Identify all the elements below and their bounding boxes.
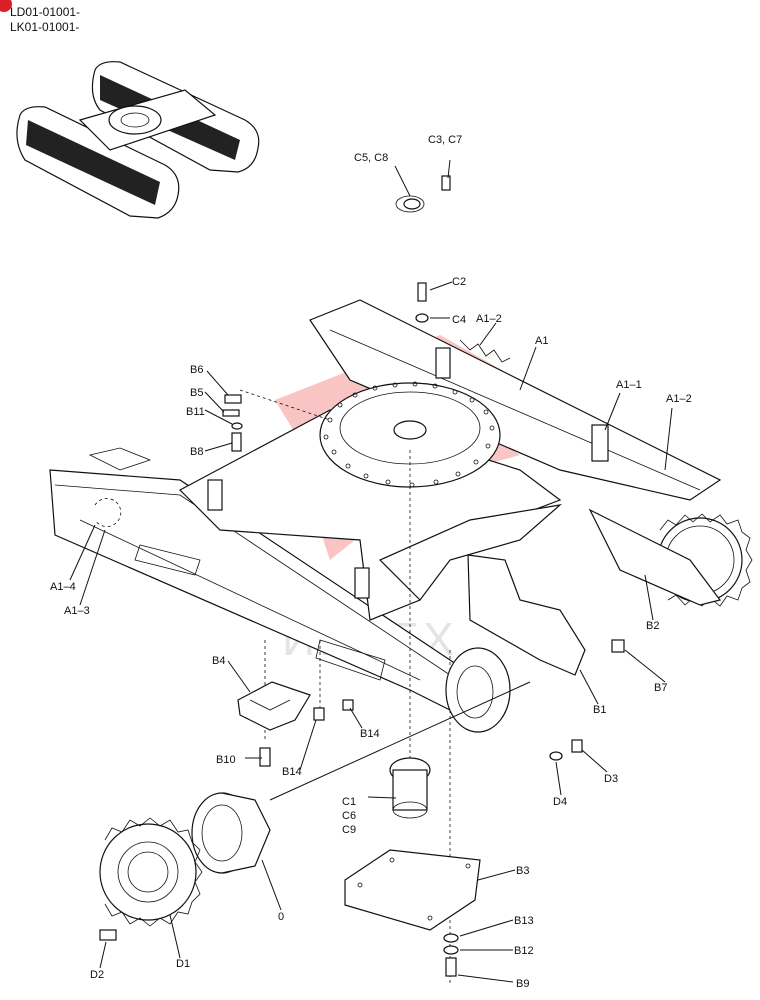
label-a1-1: A1–1 bbox=[616, 379, 642, 391]
label-b4: B4 bbox=[212, 655, 225, 667]
track-guard-b2 bbox=[588, 508, 722, 606]
label-a1-3: A1–3 bbox=[64, 605, 90, 617]
plate-b5 bbox=[222, 409, 240, 417]
bolt-b9 bbox=[445, 957, 457, 977]
overview-thumbnail bbox=[16, 61, 260, 219]
swivel-joint-c1 bbox=[389, 757, 431, 819]
label-b1: B1 bbox=[593, 704, 606, 716]
label-b3: B3 bbox=[516, 865, 529, 877]
sprocket-d1 bbox=[99, 817, 203, 927]
washer-b12 bbox=[443, 945, 459, 955]
bolt-d3 bbox=[571, 739, 583, 753]
bolt-b7 bbox=[611, 639, 625, 653]
label-c6: C6 bbox=[342, 810, 356, 822]
label-b14-right: B14 bbox=[360, 728, 380, 740]
bolt-c2 bbox=[417, 282, 427, 302]
track-frame bbox=[49, 299, 722, 985]
bracket-b4 bbox=[237, 681, 311, 731]
label-o: 0 bbox=[278, 911, 284, 923]
label-c3-c7: C3, C7 bbox=[428, 134, 462, 146]
corner-badge-icon bbox=[0, 0, 12, 12]
label-d4: D4 bbox=[553, 796, 567, 808]
bolt-b8 bbox=[231, 432, 242, 452]
label-b9: B9 bbox=[516, 978, 529, 990]
label-a1-2-top: A1–2 bbox=[476, 313, 502, 325]
bolt-b14-right bbox=[342, 699, 354, 711]
label-d2: D2 bbox=[90, 969, 104, 981]
bolt-c3 bbox=[441, 175, 451, 191]
bolt-d2 bbox=[99, 929, 117, 941]
label-d3: D3 bbox=[604, 773, 618, 785]
label-b7: B7 bbox=[654, 682, 667, 694]
cover-plate-b1 bbox=[467, 554, 586, 676]
label-b5: B5 bbox=[190, 387, 203, 399]
bolt-b10 bbox=[259, 747, 271, 767]
clip-b6 bbox=[224, 394, 242, 404]
label-c4: C4 bbox=[452, 314, 466, 326]
nut-c5 bbox=[403, 198, 421, 210]
track-teeth-top bbox=[459, 339, 511, 363]
fasteners bbox=[99, 175, 625, 977]
label-c9: C9 bbox=[342, 824, 356, 836]
label-c2: C2 bbox=[452, 276, 466, 288]
washer-d4 bbox=[549, 751, 563, 761]
washer-c4 bbox=[415, 313, 429, 323]
label-a1-4: A1–4 bbox=[50, 581, 76, 593]
label-a1: A1 bbox=[535, 335, 548, 347]
bolt-holes bbox=[323, 381, 495, 488]
label-b13: B13 bbox=[514, 915, 534, 927]
label-b2: B2 bbox=[646, 620, 659, 632]
label-c5-c8: C5, C8 bbox=[354, 152, 388, 164]
label-b6: B6 bbox=[190, 364, 203, 376]
bolt-b14-left bbox=[313, 707, 325, 721]
washer-b11 bbox=[231, 422, 243, 430]
part-labels: C3, C7 C5, C8 C2 C4 A1–2 A1 A1–1 A1–2 B6… bbox=[50, 134, 692, 990]
label-c1: C1 bbox=[342, 796, 356, 808]
leader-lines bbox=[69, 159, 673, 983]
plate-b3 bbox=[344, 849, 481, 931]
label-b12: B12 bbox=[514, 945, 534, 957]
label-b8: B8 bbox=[190, 446, 203, 458]
label-b11: B11 bbox=[186, 406, 205, 418]
header-line-1: LD01-01001- bbox=[10, 5, 80, 19]
travel-motor bbox=[191, 792, 271, 874]
label-b10: B10 bbox=[216, 754, 236, 766]
label-b14-left: B14 bbox=[282, 766, 302, 778]
label-a1-2-right: A1–2 bbox=[666, 393, 692, 405]
header-line-2: LK01-01001- bbox=[10, 20, 79, 34]
washer-b13 bbox=[443, 933, 459, 943]
idler-housing bbox=[445, 647, 511, 733]
label-d1: D1 bbox=[176, 958, 190, 970]
